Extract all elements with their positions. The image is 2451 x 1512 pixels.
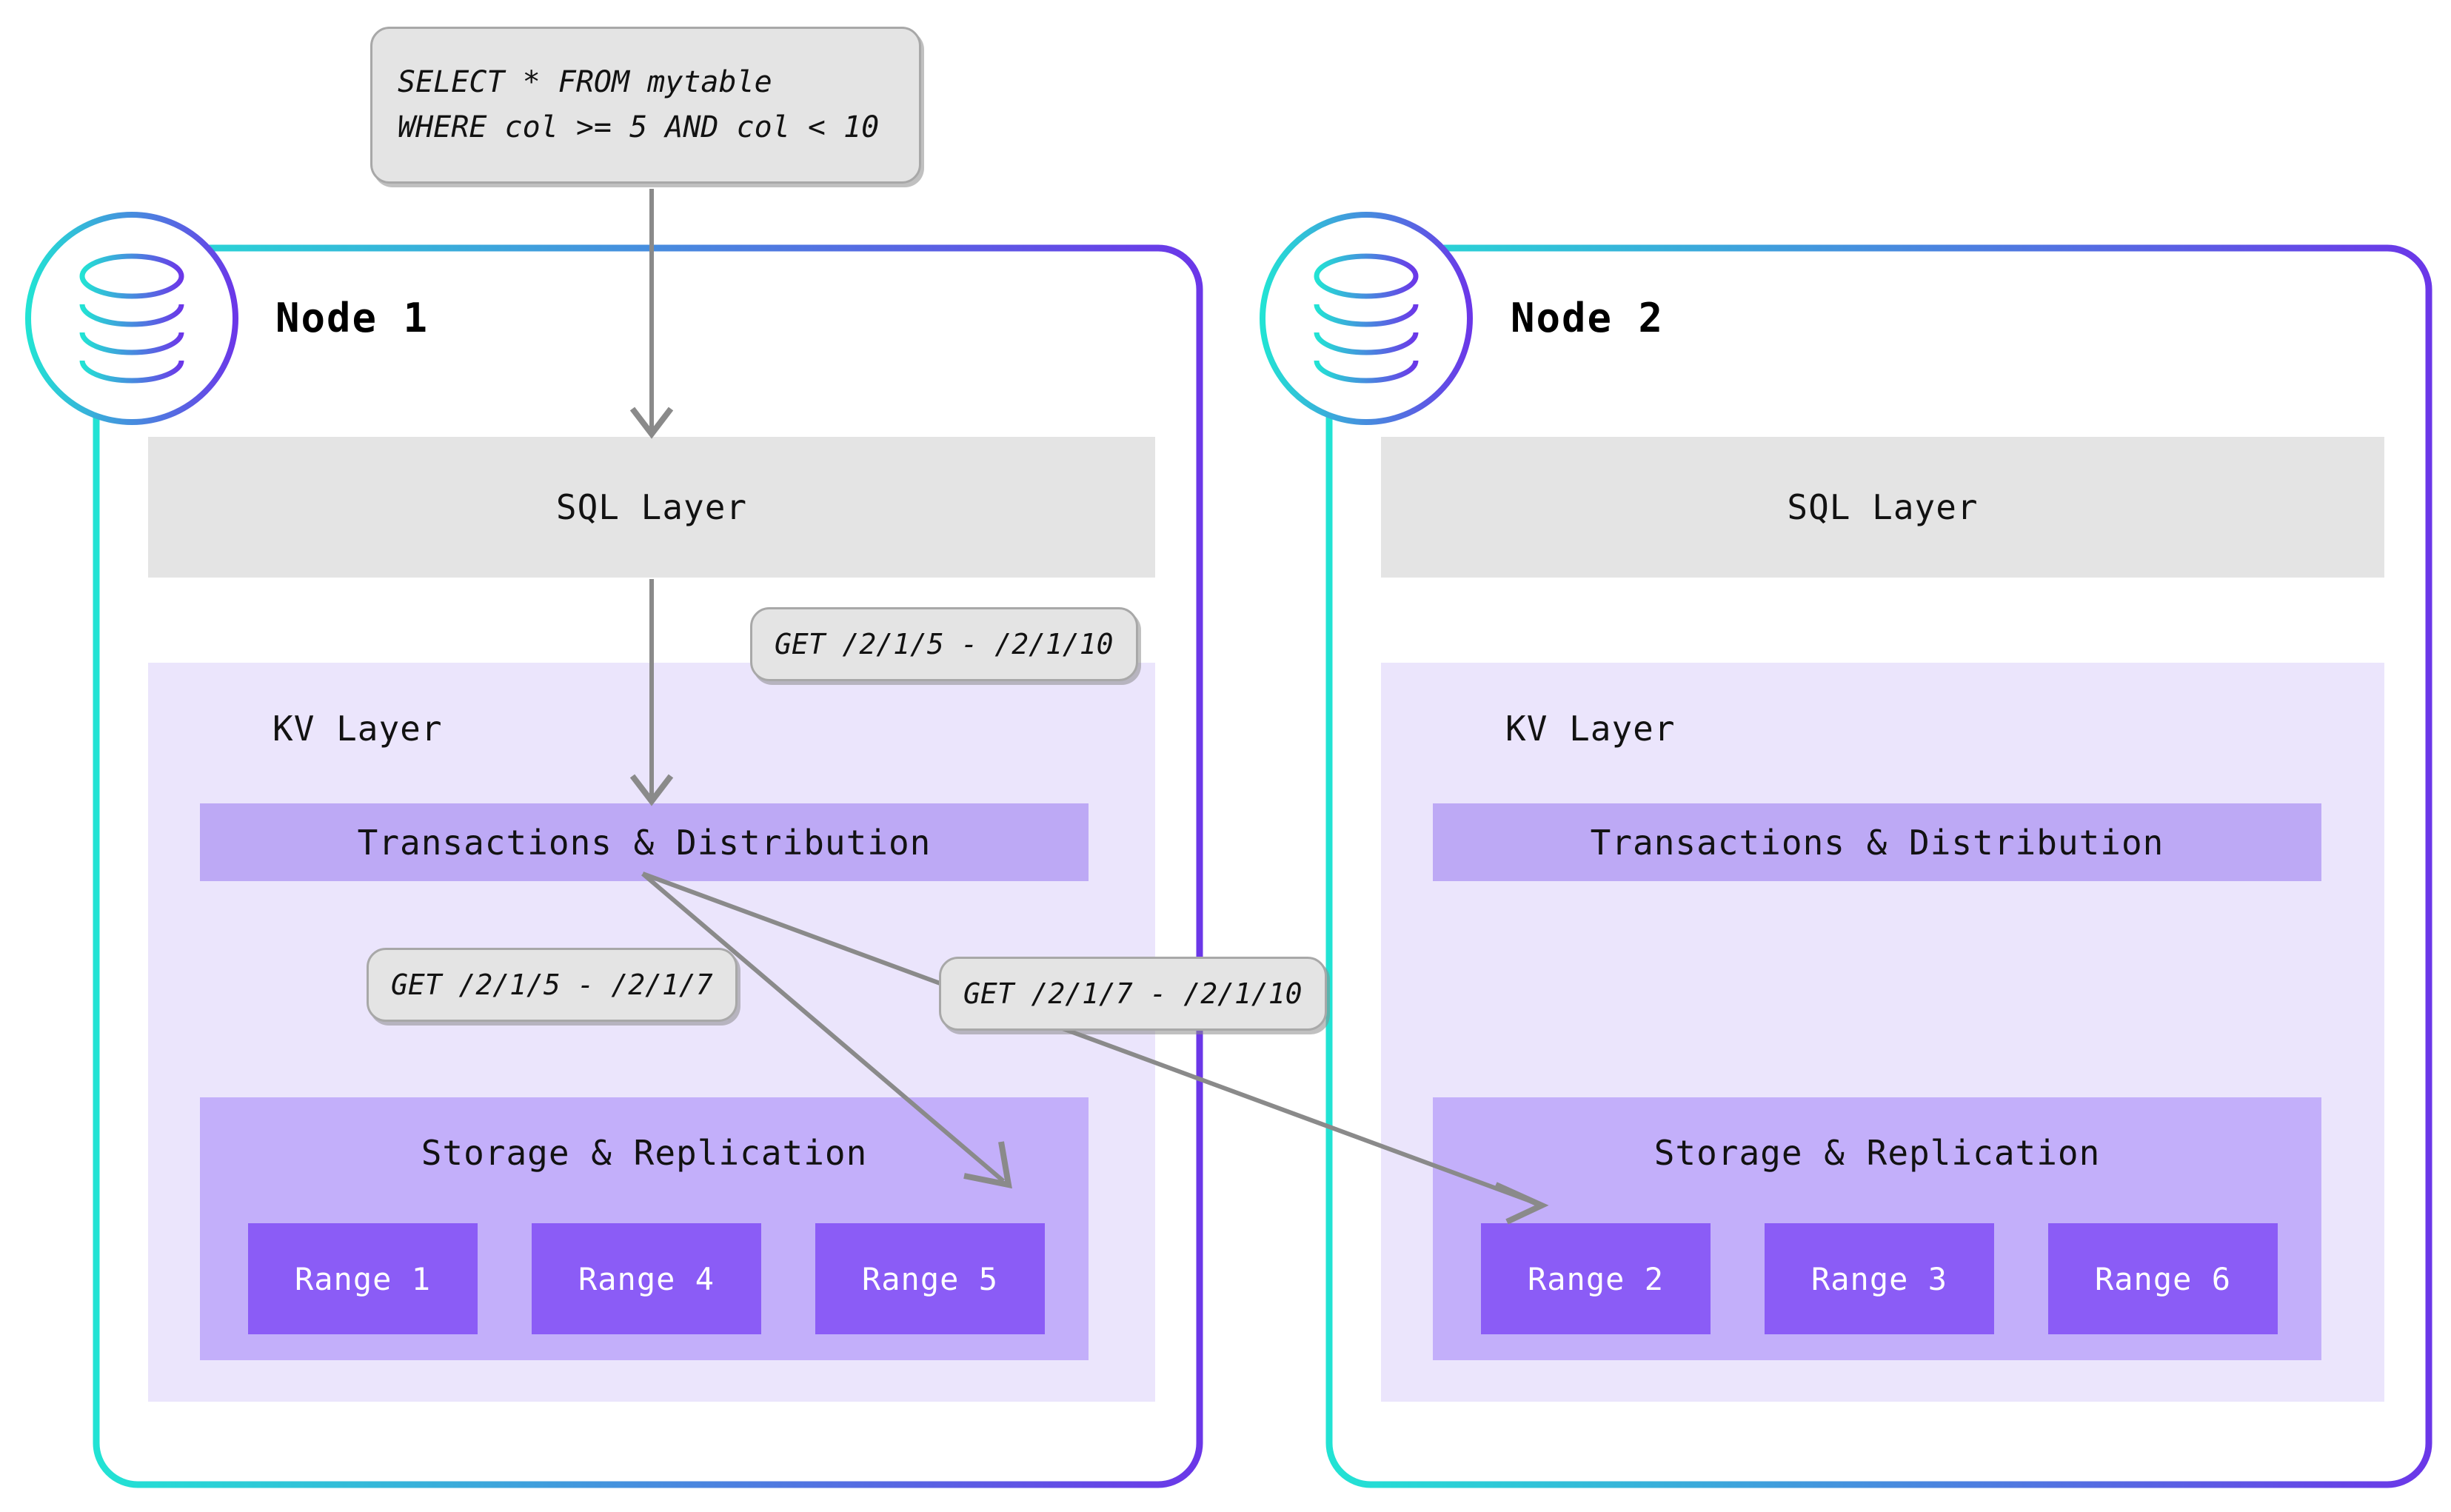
range-box[interactable]: Range 4	[532, 1223, 761, 1334]
sql-layer-node-2: SQL Layer	[1381, 437, 2384, 578]
kv-layer-node-2: KV Layer Transactions & Distribution Sto…	[1381, 663, 2384, 1402]
callout-get-upper-range: GET /2/1/7 - /2/1/10	[939, 957, 1327, 1031]
node-1-title: Node 1	[275, 295, 429, 341]
node-1-badge	[21, 207, 243, 429]
storage-box-node-1: Storage & Replication Range 1 Range 4 Ra…	[200, 1097, 1089, 1360]
range-box[interactable]: Range 5	[815, 1223, 1045, 1334]
range-box[interactable]: Range 6	[2048, 1223, 2278, 1334]
node-frame-node-2	[1325, 244, 2432, 1488]
transactions-box-node-1: Transactions & Distribution	[200, 803, 1089, 881]
range-box[interactable]: Range 3	[1765, 1223, 1994, 1334]
node-2-border	[1325, 244, 2432, 1488]
range-box[interactable]: Range 1	[248, 1223, 478, 1334]
node-2-title: Node 2	[1511, 295, 1665, 341]
callout-get-full-range: GET /2/1/5 - /2/1/10	[750, 607, 1138, 681]
database-icon	[1260, 212, 1473, 425]
sql-layer-label: SQL Layer	[555, 487, 748, 527]
range-box[interactable]: Range 2	[1481, 1223, 1711, 1334]
query-bubble: SELECT * FROM mytable WHERE col >= 5 AND…	[370, 27, 921, 184]
transactions-box-label: Transactions & Distribution	[1590, 822, 2164, 863]
kv-layer-node-1: KV Layer Transactions & Distribution Sto…	[148, 663, 1155, 1402]
sql-layer-node-1: SQL Layer	[148, 437, 1155, 578]
range-row-node-1: Range 1 Range 4 Range 5	[248, 1223, 1045, 1334]
sql-layer-label: SQL Layer	[1787, 487, 1979, 527]
storage-box-label: Storage & Replication	[1653, 1133, 2101, 1173]
database-icon	[25, 212, 238, 425]
node-frame-node-1	[93, 244, 1203, 1488]
kv-layer-label: KV Layer	[272, 709, 443, 749]
storage-box-label: Storage & Replication	[421, 1133, 868, 1173]
range-row-node-2: Range 2 Range 3 Range 6	[1481, 1223, 2278, 1334]
kv-layer-label: KV Layer	[1505, 709, 1676, 749]
callout-get-lower-range: GET /2/1/5 - /2/1/7	[367, 948, 738, 1022]
node-2-badge	[1255, 207, 1477, 429]
node-1-border	[93, 244, 1203, 1488]
transactions-box-node-2: Transactions & Distribution	[1433, 803, 2321, 881]
transactions-box-label: Transactions & Distribution	[357, 822, 932, 863]
storage-box-node-2: Storage & Replication Range 2 Range 3 Ra…	[1433, 1097, 2321, 1360]
